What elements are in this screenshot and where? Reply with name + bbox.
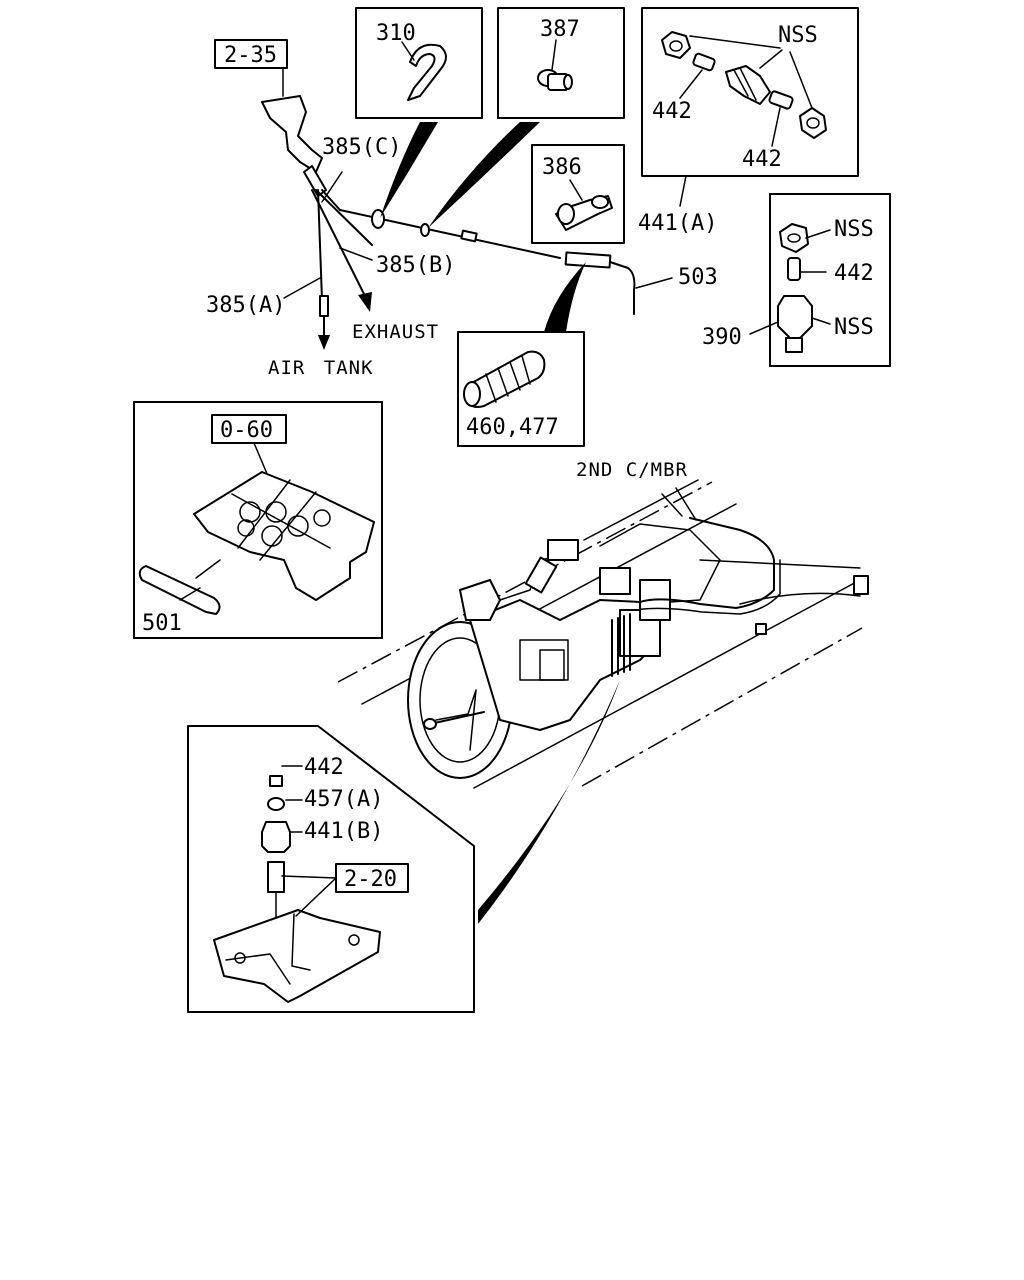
label-387: 387 [540,17,580,42]
label-442-a: 442 [652,99,692,124]
ref-box-2-35 [214,39,288,69]
box-390 [749,193,891,367]
shift-knob [261,95,323,173]
label-nss-b1: NSS [834,217,874,242]
box-441b [187,725,475,1013]
box-441a [641,7,859,207]
label-442-b: 442 [742,147,782,172]
label-nss-b2: NSS [834,315,874,340]
label-441a: 441(A) [638,211,717,236]
box-387 [428,7,625,228]
box-460-477 [457,262,586,447]
label-501: 501 [142,611,182,636]
label-nss-top: NSS [778,23,818,48]
ref-box-0-60 [211,414,287,444]
box-386 [531,144,625,244]
nut-icon [661,31,691,59]
label-442-c: 442 [834,261,874,286]
label-442-d: 442 [304,755,344,780]
label-ref-0-60: 0-60 [220,418,273,443]
label-457a: 457(A) [304,787,383,812]
label-ref-2-35: 2-35 [224,43,277,68]
exhaust-arrow-icon [358,292,372,312]
bracket-icon [213,909,381,1003]
label-ref-2-20: 2-20 [344,867,397,892]
tie-strap-icon [407,43,447,101]
nut-icon-b [779,223,809,253]
transmission-view [337,479,869,789]
tube-501-icon [138,565,221,615]
sleeve-442-icon [269,775,283,787]
label-exhaust: EXHAUST [352,321,439,343]
label-385b: 385(B) [376,253,455,278]
label-310: 310 [376,21,416,46]
valve-body-icon [193,471,375,601]
air-tank-arrow-icon [318,335,330,350]
label-460-477: 460,477 [466,415,559,440]
label-386: 386 [542,155,582,180]
box-0-60 [133,401,383,639]
hose-sleeve [564,251,612,269]
fitting-441b-icon [261,821,291,853]
label-air-tank: AIR TANK [268,357,374,379]
label-2nd-cmbr: 2ND C/MBR [576,459,688,481]
label-385c: 385(C) [322,135,401,160]
label-441b: 441(B) [304,819,383,844]
box-310 [355,7,483,218]
label-390: 390 [702,325,742,350]
label-385a: 385(A) [206,293,285,318]
label-503: 503 [678,265,718,290]
shift-lever-assembly [214,39,673,350]
switch-icon [777,295,813,339]
labels: 2-35 310 387 NSS 442 442 441(A) 386 385(… [142,17,874,892]
